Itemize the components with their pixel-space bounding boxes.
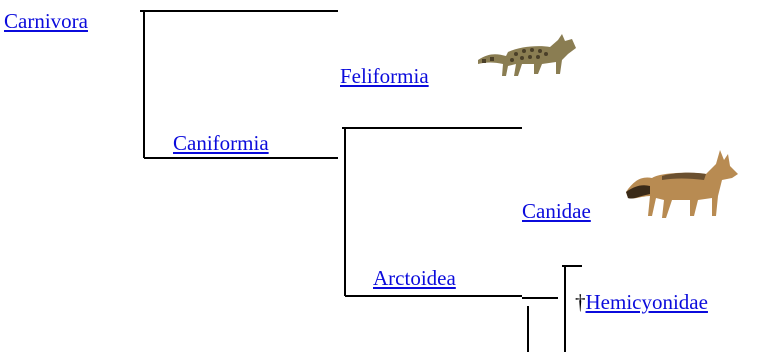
clade-caniformia: Caniformia xyxy=(173,131,269,155)
clade-carnivora: Carnivora xyxy=(4,9,88,33)
clade-arctoidea: Arctoidea xyxy=(373,266,456,290)
clade-arctoidea-link[interactable]: Arctoidea xyxy=(373,266,456,290)
clade-canidae-link[interactable]: Canidae xyxy=(522,199,591,223)
clade-hemicyonidae-link[interactable]: Hemicyonidae xyxy=(585,290,708,314)
clade-carnivora-link[interactable]: Carnivora xyxy=(4,9,88,33)
jackal-icon xyxy=(626,150,738,218)
genet-icon xyxy=(478,34,576,76)
clade-canidae: Canidae xyxy=(522,199,591,223)
extinct-dagger: † xyxy=(575,290,586,314)
clade-feliformia-link[interactable]: Feliformia xyxy=(340,64,429,88)
clade-feliformia: Feliformia xyxy=(340,64,429,88)
clade-caniformia-link[interactable]: Caniformia xyxy=(173,131,269,155)
clade-hemicyonidae: †Hemicyonidae xyxy=(575,290,708,314)
